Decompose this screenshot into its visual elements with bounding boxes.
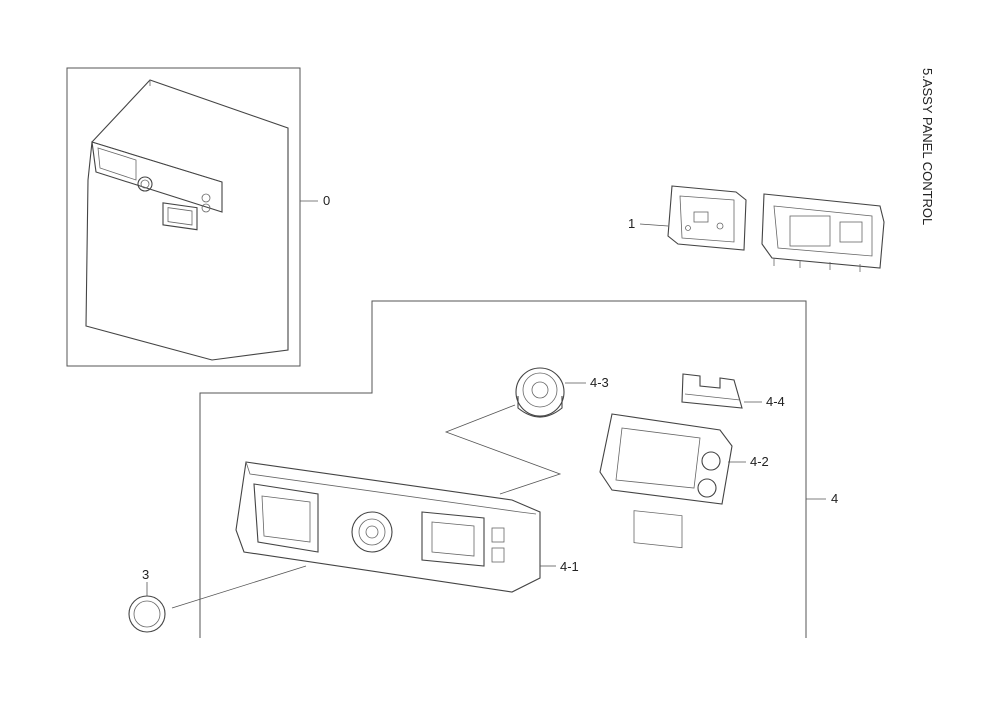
part-0-frame — [66, 67, 301, 367]
part-4-1-control-panel: 4-1 — [171, 461, 579, 609]
part-3-knob-ring: 3 — [128, 567, 166, 633]
part-4-frame — [199, 300, 807, 638]
callout-4-1: 4-1 — [560, 559, 579, 574]
part-4-3-knob: 4-3 — [444, 367, 609, 495]
callout-0: 0 — [323, 193, 330, 208]
callout-4: 4 — [831, 491, 838, 506]
callout-4-4: 4-4 — [766, 394, 785, 409]
part-0-panel-assembly: 0 — [66, 67, 330, 367]
diagram-title: 5.ASSY PANEL CONTROL — [920, 68, 935, 225]
callout-4-2: 4-2 — [750, 454, 769, 469]
part-1-pcb-modules: 1 — [628, 185, 885, 272]
part-4-4-membrane: 4-4 — [681, 373, 785, 409]
callout-3: 3 — [142, 567, 149, 582]
callout-1: 1 — [628, 216, 635, 231]
callout-4-3: 4-3 — [590, 375, 609, 390]
part-4-2-display-pcb: 4-2 — [599, 413, 769, 549]
